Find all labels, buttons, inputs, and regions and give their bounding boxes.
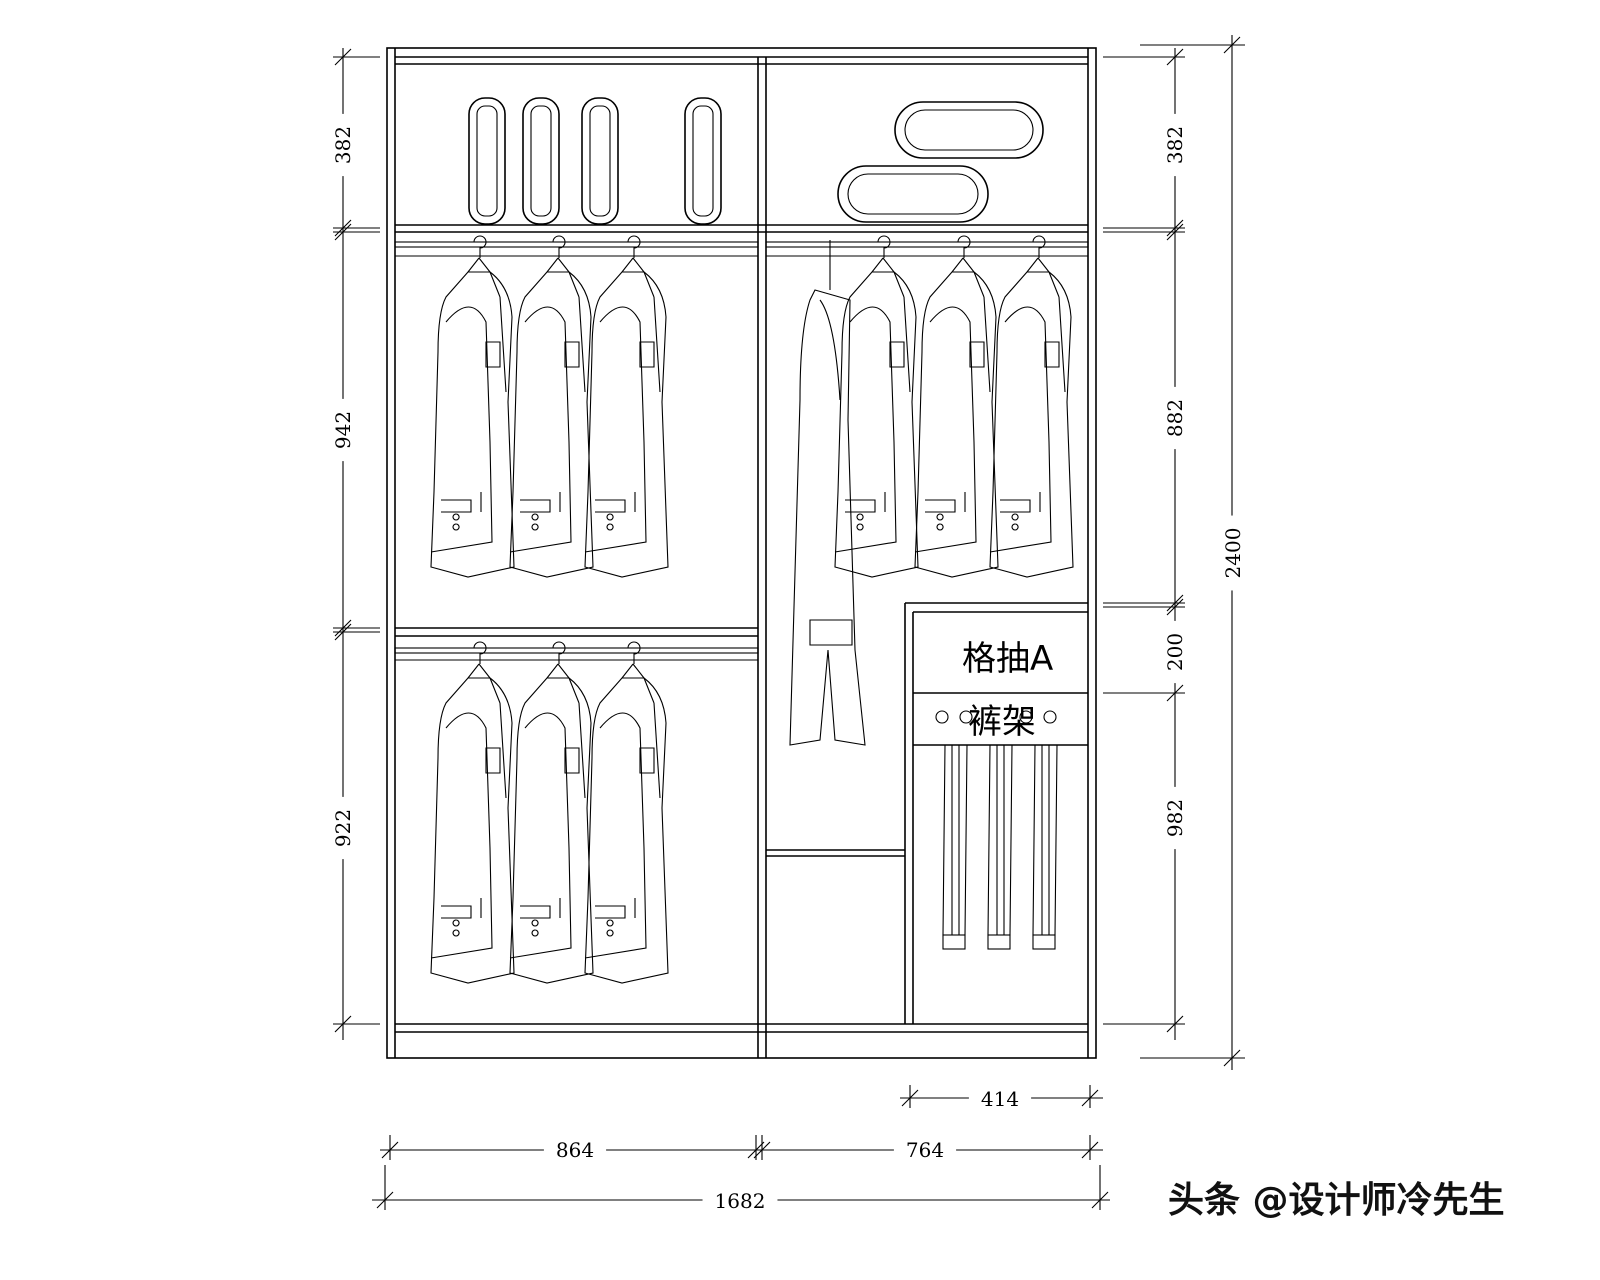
dim-right-2: 882 [1163, 399, 1187, 437]
dim-right-width: 764 [906, 1138, 944, 1162]
wardrobe-frame [386, 47, 1097, 1059]
dim-drawer-width: 414 [981, 1087, 1019, 1111]
drawer-unit: 格抽A 裤架 [766, 602, 1088, 1024]
coat [509, 641, 594, 984]
dim-right-4: 982 [1163, 799, 1187, 837]
drawer-label: 格抽A [962, 639, 1053, 679]
coat [509, 235, 594, 578]
coat [989, 235, 1074, 578]
dim-overall-width: 1682 [715, 1189, 766, 1213]
dim-right-1: 382 [1163, 126, 1187, 164]
trousers [987, 744, 1013, 950]
dim-left-1: 382 [331, 126, 355, 164]
hanging-coats [430, 235, 1074, 984]
dim-left-2: 942 [331, 411, 355, 449]
hanging-rods [394, 241, 1089, 661]
dim-right-3: 200 [1163, 633, 1187, 671]
trousers [1032, 744, 1058, 950]
dimension-lines [319, 35, 1257, 1225]
storage-boxes [468, 97, 1044, 225]
dim-overall-height: 2400 [1221, 528, 1245, 579]
coat [430, 235, 515, 578]
coat [834, 235, 919, 578]
coat [584, 641, 669, 984]
dim-left-3: 922 [331, 809, 355, 847]
coat [914, 235, 999, 578]
long-coat [789, 240, 866, 746]
trousers [942, 744, 968, 950]
dim-left-width: 864 [556, 1138, 594, 1162]
hanging-trousers [942, 744, 1058, 950]
coat [584, 235, 669, 578]
coat [430, 641, 515, 984]
watermark: 头条 @设计师冷先生 [1168, 1180, 1505, 1221]
trouser-rack-label: 裤架 [968, 702, 1036, 742]
